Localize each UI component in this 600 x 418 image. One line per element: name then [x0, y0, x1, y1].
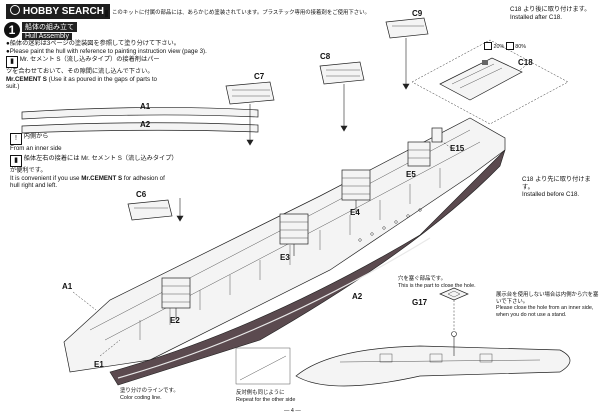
adhesive-note-en-b: for adhesion of hull right and left.	[10, 174, 165, 190]
paint-b-value: 80%	[515, 44, 527, 50]
watermark-text: HOBBY SEARCH	[23, 6, 104, 17]
label-a1-strip: A1	[140, 102, 151, 111]
label-c8: C8	[320, 52, 331, 61]
label-e3: E3	[280, 253, 290, 262]
adhesive-note-en-name: Mr.CEMENT S	[81, 174, 123, 182]
adhesive-note-jp: 船体左右の接着には Mr. セメント S（流し込みタイプ）が便利です。	[10, 155, 175, 174]
label-e2: E2	[170, 316, 180, 325]
step-title-en: Hull Assembly	[22, 33, 72, 40]
step-title: 船体の組み立て Hull Assembly	[22, 22, 77, 40]
label-g17: G17	[412, 298, 428, 307]
cement-note-en-name: Mr.CEMENT S	[6, 75, 47, 83]
hole-note-en: This is the part to close the hole.	[398, 282, 476, 289]
repeat-inset	[235, 347, 291, 385]
hole-note-jp: 穴を塞ぐ部品です。	[398, 276, 446, 282]
paint-note-en: ●Please paint the hull with reference to…	[6, 47, 207, 55]
hull-strip-a1	[21, 107, 259, 120]
paint-note: ●船体の迷彩は3ページの塗装図を参照して塗り分けて下さい。 ●Please pa…	[6, 40, 256, 55]
cement-note: ▮ Mr. セメント S（流し込みタイプ）の接着剤はパーツを合わせておいて、その…	[6, 56, 161, 91]
deck-tray-c7	[225, 81, 275, 105]
label-c9: C9	[412, 9, 423, 18]
bulkhead-e3	[279, 213, 309, 245]
paint-note-jp: ●船体の迷彩は3ページの塗装図を参照して塗り分けて下さい。	[6, 40, 180, 47]
deck-tray-c8	[319, 61, 365, 85]
repeat-note: 反対側も同じように Repeat for the other side	[236, 390, 326, 403]
hull-plan-bottom	[295, 345, 571, 387]
label-c7: C7	[254, 72, 265, 81]
step-number: 1	[4, 22, 20, 38]
c18-before-en: Installed before C18.	[522, 191, 580, 198]
main-hull	[63, 117, 506, 386]
coloring-note-en: Color coding line.	[120, 394, 162, 401]
coloring-note-jp: 塗り分けのラインです。	[120, 388, 179, 394]
label-e5: E5	[406, 170, 416, 179]
adhesive-note-en-a: It is convenient if you use	[10, 174, 80, 182]
c18-inset	[411, 39, 569, 125]
step-title-jp: 船体の組み立て	[22, 22, 77, 32]
stand-note-en: Please close the hole from an inner side…	[496, 305, 594, 318]
repeat-note-en: Repeat for the other side	[236, 396, 296, 403]
label-a2-strip: A2	[140, 120, 151, 129]
label-e15: E15	[450, 144, 465, 153]
hole-note: 穴を塞ぐ部品です。 This is the part to close the …	[398, 276, 490, 289]
bulkhead-e15	[431, 127, 443, 143]
deck-tray-c6	[127, 199, 173, 221]
c18-after-en: Installed after C18.	[510, 13, 562, 21]
watermark-badge: HOBBY SEARCH	[6, 4, 110, 19]
c18-after-note: C18 より後に取り付けます。 Installed after C18.	[510, 6, 600, 21]
label-e1: E1	[94, 360, 104, 369]
inner-note-jp: 内側から	[23, 133, 49, 140]
paint-a-value: 20%	[493, 44, 505, 50]
bulkhead-e4	[341, 169, 371, 201]
coloring-note: 塗り分けのラインです。 Color coding line.	[120, 388, 210, 401]
bulkhead-e2	[161, 277, 191, 309]
c18-after-jp: C18 より後に取り付けます。	[510, 6, 591, 13]
label-a1-hull: A1	[62, 282, 73, 291]
cement-note-jp: Mr. セメント S（流し込みタイプ）の接着剤はパーツを合わせておいて、その隙間…	[6, 56, 160, 75]
stand-note: 展示台を使用しない場合は内側から穴を塞いで下さい。 Please close t…	[496, 292, 600, 318]
cement-note-en: (Use it as poured in the gaps of parts t…	[6, 75, 157, 91]
deck-tray-c9	[385, 17, 429, 39]
label-c18: C18	[518, 58, 533, 67]
adhesive-note: ▮ 船体左右の接着には Mr. セメント S（流し込みタイプ）が便利です。 It…	[10, 155, 175, 190]
repeat-note-jp: 反対側も同じように	[236, 390, 285, 396]
eye-icon	[10, 5, 20, 15]
label-e4: E4	[350, 208, 360, 217]
g17-plug	[439, 287, 469, 337]
hull-strip-a2	[21, 122, 259, 134]
c18-before-jp: C18 より先に取り付けます。	[522, 176, 591, 191]
paint-callouts: 20% 80%	[484, 42, 526, 51]
page-number: — 4 —	[284, 408, 301, 414]
label-a2-hull: A2	[352, 292, 363, 301]
c18-before-note: C18 より先に取り付けます。 Installed before C18.	[522, 176, 600, 199]
inner-note: ! 内側から From an inner side	[10, 133, 130, 153]
paint-b-icon	[505, 42, 514, 50]
paint-a-icon	[484, 42, 492, 50]
inner-note-en: From an inner side	[10, 145, 62, 152]
stand-note-jp: 展示台を使用しない場合は内側から穴を塞いで下さい。	[496, 292, 599, 305]
label-c6: C6	[136, 190, 147, 199]
top-note: このキットに付属の部品には、あらかじめ塗装されています。プラスチック専用の接着剤…	[105, 10, 472, 17]
bulkhead-e5	[407, 141, 431, 167]
